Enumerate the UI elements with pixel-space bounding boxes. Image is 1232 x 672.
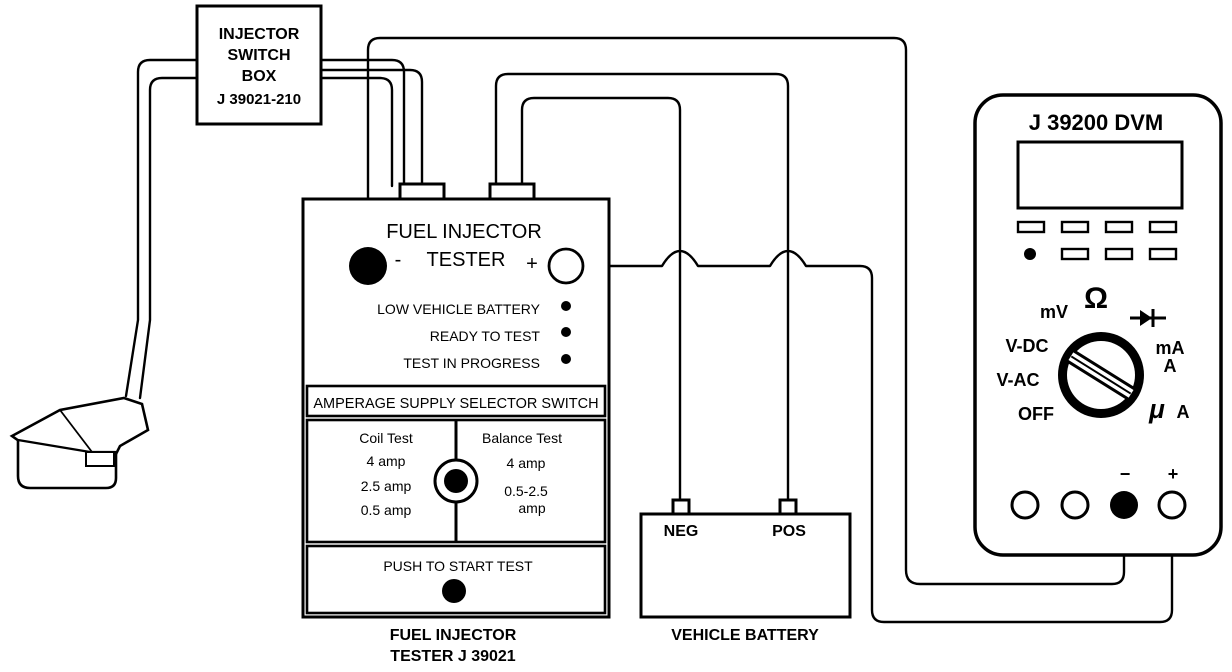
indicator-in-progress-led: [561, 354, 571, 364]
tester-minus-to-dvm-wire: [366, 36, 1126, 586]
dvm-title: J 39200 DVM: [1029, 110, 1164, 135]
dvm-jack-1[interactable]: [1010, 490, 1040, 520]
tester-minus-terminal[interactable]: [349, 247, 387, 285]
dial-label-vdc: V-DC: [1005, 336, 1048, 356]
battery-neg-label: NEG: [664, 523, 699, 540]
dvm-button-2[interactable]: [1060, 220, 1090, 234]
coil-test-option-2-5amp: 2.5 amp: [361, 478, 412, 494]
tester-plus-to-dvm-wire: [580, 249, 1174, 624]
tester-to-battery-neg-wire: [494, 72, 790, 502]
selector-header-box: [305, 384, 607, 418]
battery-pos-label: POS: [772, 523, 806, 540]
tester-caption-line1: FUEL INJECTOR: [390, 627, 517, 644]
dvm-button-5[interactable]: [1060, 247, 1090, 261]
tester-plus-terminal[interactable]: [547, 247, 585, 285]
balance-test-title: Balance Test: [482, 430, 562, 446]
coil-test-option-0-5amp: 0.5 amp: [361, 502, 412, 518]
selector-knob[interactable]: [433, 458, 479, 504]
dial-label-ma: mA: [1155, 338, 1184, 358]
push-start-label: PUSH TO START TEST: [383, 558, 533, 574]
dial-label-vac: V-AC: [996, 370, 1039, 390]
dvm-display: [1016, 140, 1184, 210]
dial-label-ohm: Ω: [1084, 282, 1108, 315]
balance-test-option-4amp: 4 amp: [507, 455, 546, 471]
dial-label-off: OFF: [1018, 404, 1054, 424]
dvm-button-6[interactable]: [1104, 247, 1134, 261]
dvm-button-3[interactable]: [1104, 220, 1134, 234]
tester-minus-sign: -: [395, 249, 402, 271]
dvm-button-4[interactable]: [1148, 220, 1178, 234]
harness-wire-inner: [138, 76, 198, 400]
tester-title-line2: TESTER: [427, 249, 506, 271]
coil-test-option-4amp: 4 amp: [367, 453, 406, 469]
tester-caption-line2: TESTER J 39021: [390, 648, 516, 665]
dvm-jack-minus[interactable]: [1110, 491, 1138, 519]
dvm-jack-plus[interactable]: [1157, 490, 1187, 520]
indicator-ready-label: READY TO TEST: [430, 328, 541, 344]
tester-to-battery-pos-wire: [520, 96, 682, 502]
switch-to-tester-wire-1: [320, 58, 406, 188]
dial-label-a: A: [1164, 356, 1177, 376]
switch-box-line4: J 39021-210: [217, 91, 301, 108]
dvm-button-1[interactable]: [1016, 220, 1046, 234]
indicator-low-battery-label: LOW VEHICLE BATTERY: [377, 301, 541, 317]
indicator-ready-led: [561, 327, 571, 337]
dial-label-mv: mV: [1040, 302, 1068, 322]
dial-label-micro: μ: [1148, 394, 1165, 424]
tester-title-line1: FUEL INJECTOR: [386, 221, 542, 243]
push-start-button[interactable]: [442, 579, 466, 603]
indicator-in-progress-label: TEST IN PROGRESS: [403, 355, 540, 371]
injector-connector: [9, 396, 150, 490]
vehicle-battery: [639, 512, 852, 619]
selector-header-label: AMPERAGE SUPPLY SELECTOR SWITCH: [313, 396, 598, 412]
dvm-jack-plus-sign: +: [1168, 464, 1179, 484]
switch-box-line3: BOX: [242, 68, 277, 85]
injector-switch-box: [195, 4, 323, 126]
dvm-rotary-dial[interactable]: [1058, 332, 1144, 418]
dvm-jack-2[interactable]: [1060, 490, 1090, 520]
dvm-body: [973, 93, 1223, 557]
dvm-jack-minus-sign: −: [1120, 464, 1131, 484]
harness-wire-outer: [124, 58, 198, 398]
balance-test-option-unit: amp: [518, 500, 545, 516]
switch-box-line2: SWITCH: [227, 47, 290, 64]
indicator-low-battery-led: [561, 301, 571, 311]
dial-label-ua-a: A: [1177, 402, 1190, 422]
switch-to-tester-wire-3: [320, 68, 424, 188]
tester-plus-sign: +: [526, 253, 538, 275]
battery-caption: VEHICLE BATTERY: [671, 627, 819, 644]
coil-test-title: Coil Test: [359, 430, 413, 446]
switch-to-tester-wire-2: [320, 76, 394, 188]
diode-icon: [1130, 309, 1166, 327]
balance-test-option-range: 0.5-2.5: [504, 483, 548, 499]
dvm-power-dot: [1024, 248, 1036, 260]
dvm-button-7[interactable]: [1148, 247, 1178, 261]
switch-box-line1: INJECTOR: [219, 26, 300, 43]
